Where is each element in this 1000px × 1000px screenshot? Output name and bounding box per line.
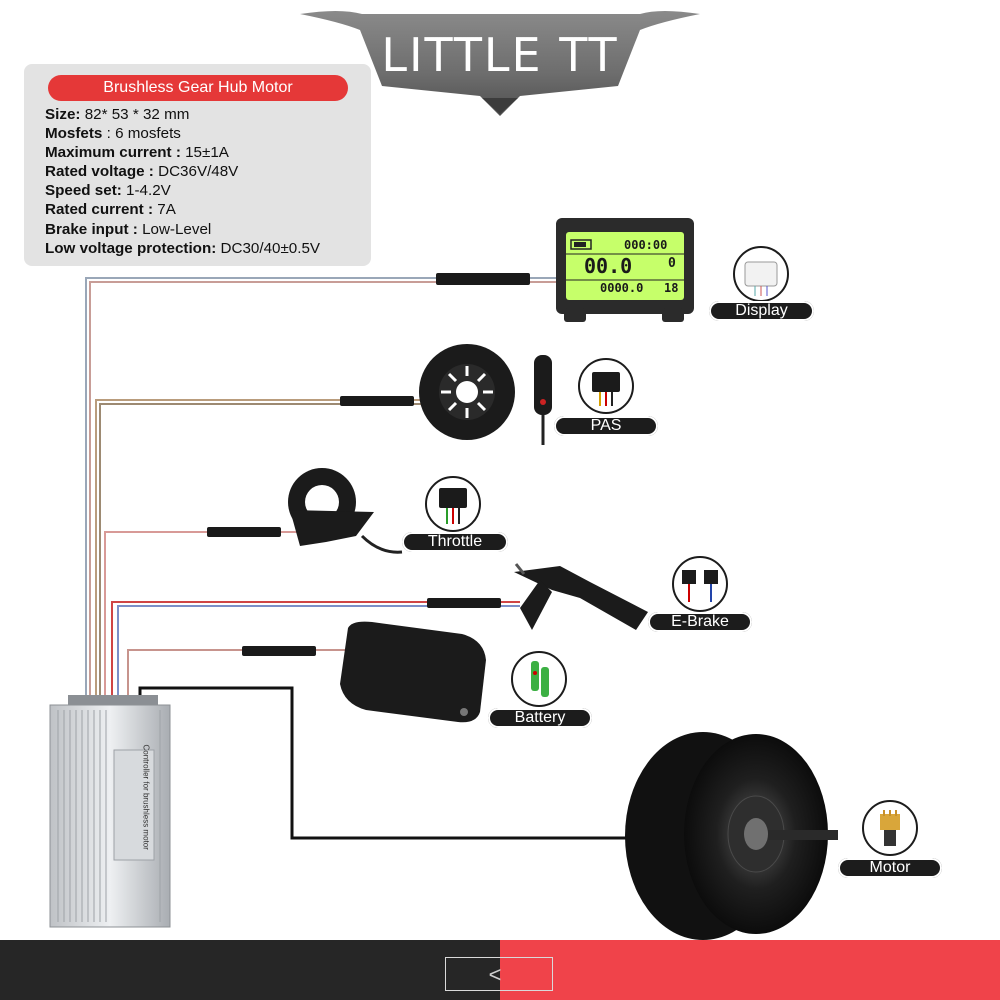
spec-key: Brake input : [45,220,138,238]
spec-key: Speed set: [45,182,122,200]
footer-bar-left [0,940,500,1000]
controller-label: Controller for brushless motor [141,744,151,850]
throttle-connector-icon [425,476,481,532]
lcd-display-device [556,218,694,322]
brand-banner [300,11,700,116]
throttle-label: Throttle [402,532,508,552]
spec-list: Size: 82* 53 * 32 mm Mosfets : 6 mosfets… [45,105,320,258]
spec-key: Mosfets [45,125,103,143]
spec-value: : 6 mosfets [106,125,181,143]
ebrake-connector-icon [672,556,728,612]
footer-bar-right [500,940,1000,1000]
battery-connector-icon [511,651,567,707]
pas-connector-icon [578,358,634,414]
spec-value: 1-4.2V [126,182,171,200]
spec-value: 15±1A [185,144,229,162]
spec-value: 7A [157,201,176,219]
spec-row: Mosfets : 6 mosfets [45,124,320,143]
spec-value: 82* 53 * 32 mm [84,106,190,123]
controller-wires [85,277,640,840]
pas-label: PAS [554,416,658,436]
spec-row: Low voltage protection: DC30/40±0.5V [45,239,320,258]
spec-row: Rated voltage : DC36V/48V [45,162,320,181]
spec-row: Brake input : Low-Level [45,220,320,239]
prev-button[interactable] [445,957,553,991]
lcd-temp: 18 [664,281,679,295]
battery-device [340,621,486,723]
hub-motor-device [625,732,838,940]
lcd-speed: 00.0 [584,254,633,278]
display-connector-icon [733,246,789,302]
spec-title: Brushless Gear Hub Motor [48,75,348,101]
motor-label: Motor [838,858,942,878]
throttle-device [288,468,403,554]
spec-row: Rated current : 7A [45,200,320,219]
lcd-top-readout: 000:00 [624,238,668,252]
ebrake-device [514,563,648,630]
spec-row: Size: 82* 53 * 32 mm [45,105,320,124]
spec-row: Maximum current : 15±1A [45,143,320,162]
spec-panel: Brushless Gear Hub Motor Size: 82* 53 * … [24,64,371,266]
spec-key: Maximum current : [45,144,181,162]
battery-label: Battery [488,708,592,728]
brand-logo-text: LITTLE TT [381,28,619,82]
spec-value: DC36V/48V [158,163,239,181]
display-label: Display [709,301,814,321]
chevron-left-icon[interactable]: < [488,962,502,987]
spec-row: Speed set: 1-4.2V [45,181,320,200]
pas-sensor-device [419,344,552,445]
spec-value: Low-Level [142,220,212,238]
controller-box [49,695,171,928]
spec-key: Rated voltage : [45,163,154,181]
spec-key: Size: [45,106,81,123]
spec-value: DC30/40±0.5V [220,239,321,257]
wire-connectors [207,273,530,656]
spec-key: Low voltage protection: [45,239,217,257]
lcd-level: 0 [668,256,676,271]
ebrake-label: E-Brake [648,612,752,632]
lcd-odometer: 0000.0 [600,281,644,295]
spec-key: Rated current : [45,201,154,219]
motor-connector-icon [862,800,918,856]
